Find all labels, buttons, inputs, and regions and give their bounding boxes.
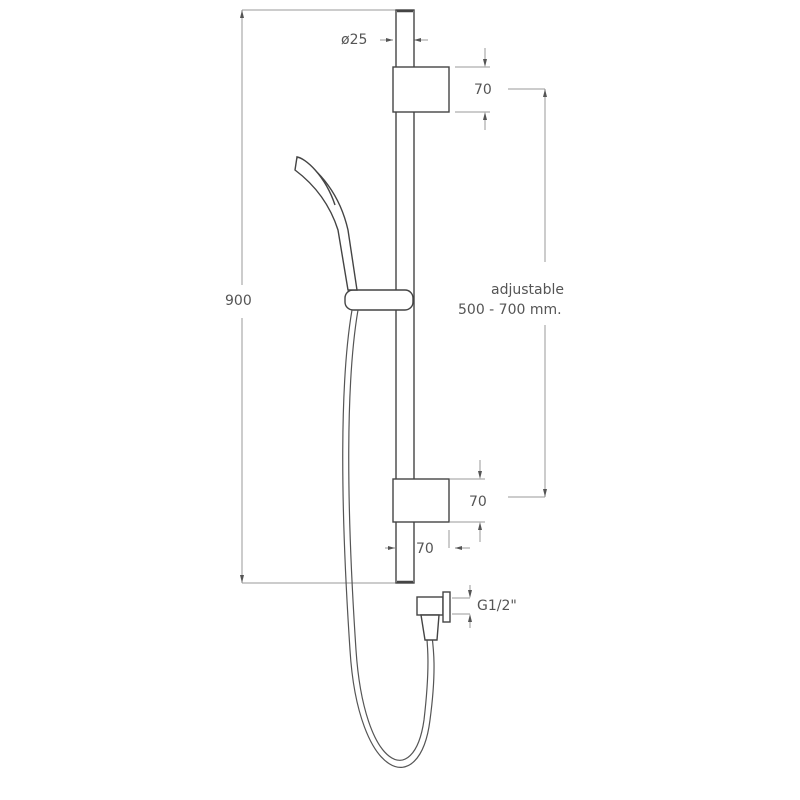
bottom-bracket-height-label: 70 (469, 494, 487, 510)
wall-outlet (416, 591, 451, 641)
top-bracket-height-label: 70 (474, 82, 492, 98)
hose (342, 309, 435, 768)
hand-shower (294, 155, 358, 291)
adjustable-label: adjustable (491, 282, 564, 298)
diameter-label: ø25 (341, 32, 368, 48)
overall-height-label: 900 (225, 293, 252, 309)
outlet-thread-label: G1/2" (477, 598, 517, 614)
shower-rail (344, 9, 450, 584)
adjustable-range-label: 500 - 700 mm. (458, 302, 562, 318)
arrowheads (240, 10, 547, 622)
bracket-depth-label: 70 (416, 541, 434, 557)
